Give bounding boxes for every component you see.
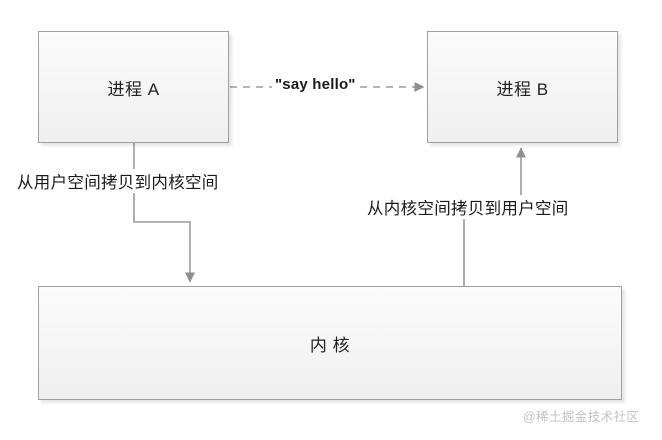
connector-user-to-kernel	[133, 143, 195, 283]
edge-label-say-hello: "say hello"	[272, 76, 359, 93]
node-process-b[interactable]: 进程 B	[427, 31, 618, 143]
edge-label-copy-kernel-to-user: 从内核空间拷贝到用户空间	[364, 195, 572, 219]
node-kernel-label: 内 核	[309, 335, 351, 355]
node-process-a-label: 进程 A	[107, 79, 160, 99]
node-process-b-label: 进程 B	[496, 79, 549, 99]
node-kernel[interactable]: 内 核	[38, 286, 622, 400]
watermark: @稀土掘金技术社区	[523, 410, 640, 424]
node-process-a[interactable]: 进程 A	[38, 31, 229, 143]
edge-label-copy-user-to-kernel: 从用户空间拷贝到内核空间	[14, 169, 222, 193]
